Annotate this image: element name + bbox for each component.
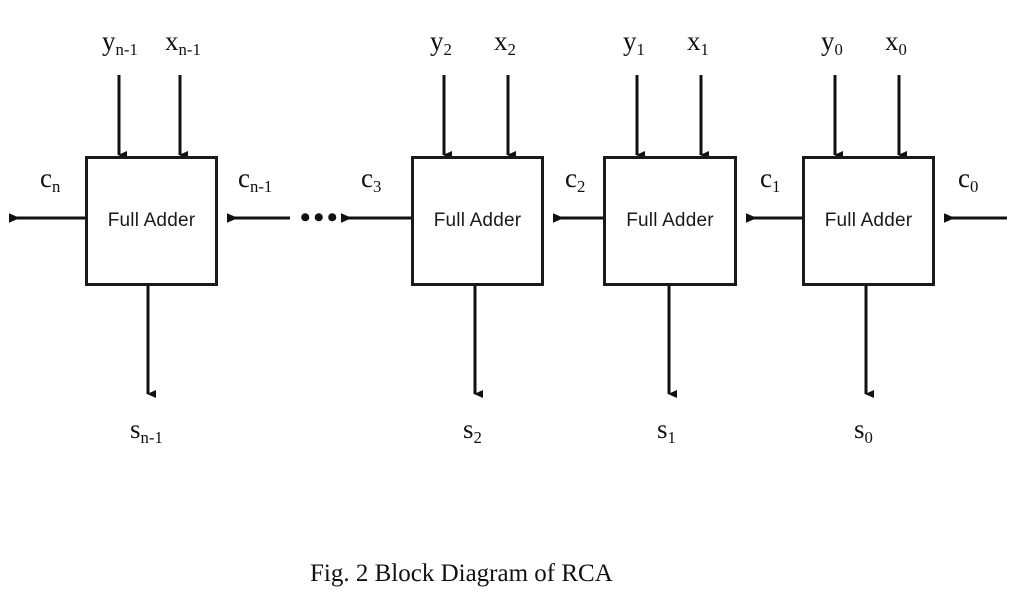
figure-caption: Fig. 2 Block Diagram of RCA: [310, 560, 613, 587]
full-adder-block-label: Full Adder: [626, 210, 714, 231]
sum-label-s0: s0: [854, 414, 873, 446]
full-adder-block-1[interactable]: Full Adder: [603, 156, 737, 286]
input-label-y-n-1: yn-1: [102, 26, 138, 58]
input-label-x-0: x0: [885, 26, 907, 58]
input-label-y-1-sub: 1: [636, 40, 645, 60]
input-label-y-2-sub: 2: [443, 40, 452, 60]
carry-label-c0: c0: [958, 163, 978, 195]
sum-label-s1-sub: 1: [667, 428, 676, 448]
carry-label-c0-sub: 0: [969, 177, 979, 197]
input-label-y-0: y0: [821, 26, 843, 58]
full-adder-block-label: Full Adder: [107, 210, 196, 231]
input-label-y-n-1-sub: n-1: [115, 40, 138, 60]
input-label-y-n-1-base: y: [102, 26, 116, 56]
input-label-x-n-1: xn-1: [165, 26, 201, 58]
input-label-x-0-sub: 0: [898, 40, 907, 60]
stage-0-input-wires: [833, 75, 907, 159]
full-adder-block-label: Full Adder: [433, 210, 522, 231]
stage-1-input-wires: [635, 75, 709, 159]
sum-label-s0-sub: 0: [864, 428, 873, 448]
sum-label-s2-sub: 2: [473, 428, 482, 448]
carry-label-cn-1-base: c: [238, 163, 250, 193]
carry-label-cn-base: c: [40, 163, 52, 193]
input-label-x-1-base: x: [687, 26, 701, 56]
carry-label-cn-1-sub: n-1: [249, 177, 273, 197]
input-label-y-2-base: y: [430, 26, 444, 56]
carry-label-c2-base: c: [565, 163, 577, 193]
input-label-x-1-sub: 1: [700, 40, 709, 60]
input-label-x-0-base: x: [885, 26, 899, 56]
carry-label-cn: cn: [40, 163, 60, 195]
sum-label-sn-1-sub: n-1: [140, 428, 163, 448]
input-label-y-0-base: y: [821, 26, 835, 56]
carry-label-c2: c2: [565, 163, 585, 195]
input-label-x-2: x2: [494, 26, 516, 58]
carry-label-c0-base: c: [958, 163, 970, 193]
full-adder-block-label: Full Adder: [824, 210, 913, 231]
full-adder-block-2[interactable]: Full Adder: [411, 156, 544, 286]
sum-label-s2-base: s: [463, 414, 474, 444]
carry-label-c1-base: c: [760, 163, 772, 193]
full-adder-block-0[interactable]: Full Adder: [802, 156, 935, 286]
carry-label-c3-sub: 3: [372, 177, 382, 197]
carry-label-c1-sub: 1: [771, 177, 781, 197]
input-label-x-n-1-base: x: [165, 26, 179, 56]
input-label-y-1-base: y: [623, 26, 637, 56]
carry-label-c1: c1: [760, 163, 780, 195]
sum-label-s1-base: s: [657, 414, 668, 444]
sum-label-s1: s1: [657, 414, 676, 446]
input-label-y-0-sub: 0: [834, 40, 843, 60]
full-adder-block-n-1[interactable]: Full Adder: [85, 156, 218, 286]
input-label-x-1: x1: [687, 26, 709, 58]
carry-label-c2-sub: 2: [576, 177, 586, 197]
input-label-x-2-base: x: [494, 26, 508, 56]
carry-label-cn-1: cn-1: [238, 163, 272, 195]
stage-2-input-wires: [442, 75, 516, 159]
ellipsis-continuation: •••: [300, 201, 341, 234]
carry-label-c3: c3: [361, 163, 381, 195]
input-label-x-n-1-sub: n-1: [178, 40, 201, 60]
sum-label-s2: s2: [463, 414, 482, 446]
stage-n-1-input-wires: [117, 75, 188, 159]
sum-label-sn-1-base: s: [130, 414, 141, 444]
sum-label-s0-base: s: [854, 414, 865, 444]
input-label-x-2-sub: 2: [507, 40, 516, 60]
carry-label-cn-sub: n: [51, 177, 61, 197]
input-label-y-2: y2: [430, 26, 452, 58]
carry-label-c3-base: c: [361, 163, 373, 193]
sum-label-sn-1: sn-1: [130, 414, 163, 446]
input-label-y-1: y1: [623, 26, 645, 58]
